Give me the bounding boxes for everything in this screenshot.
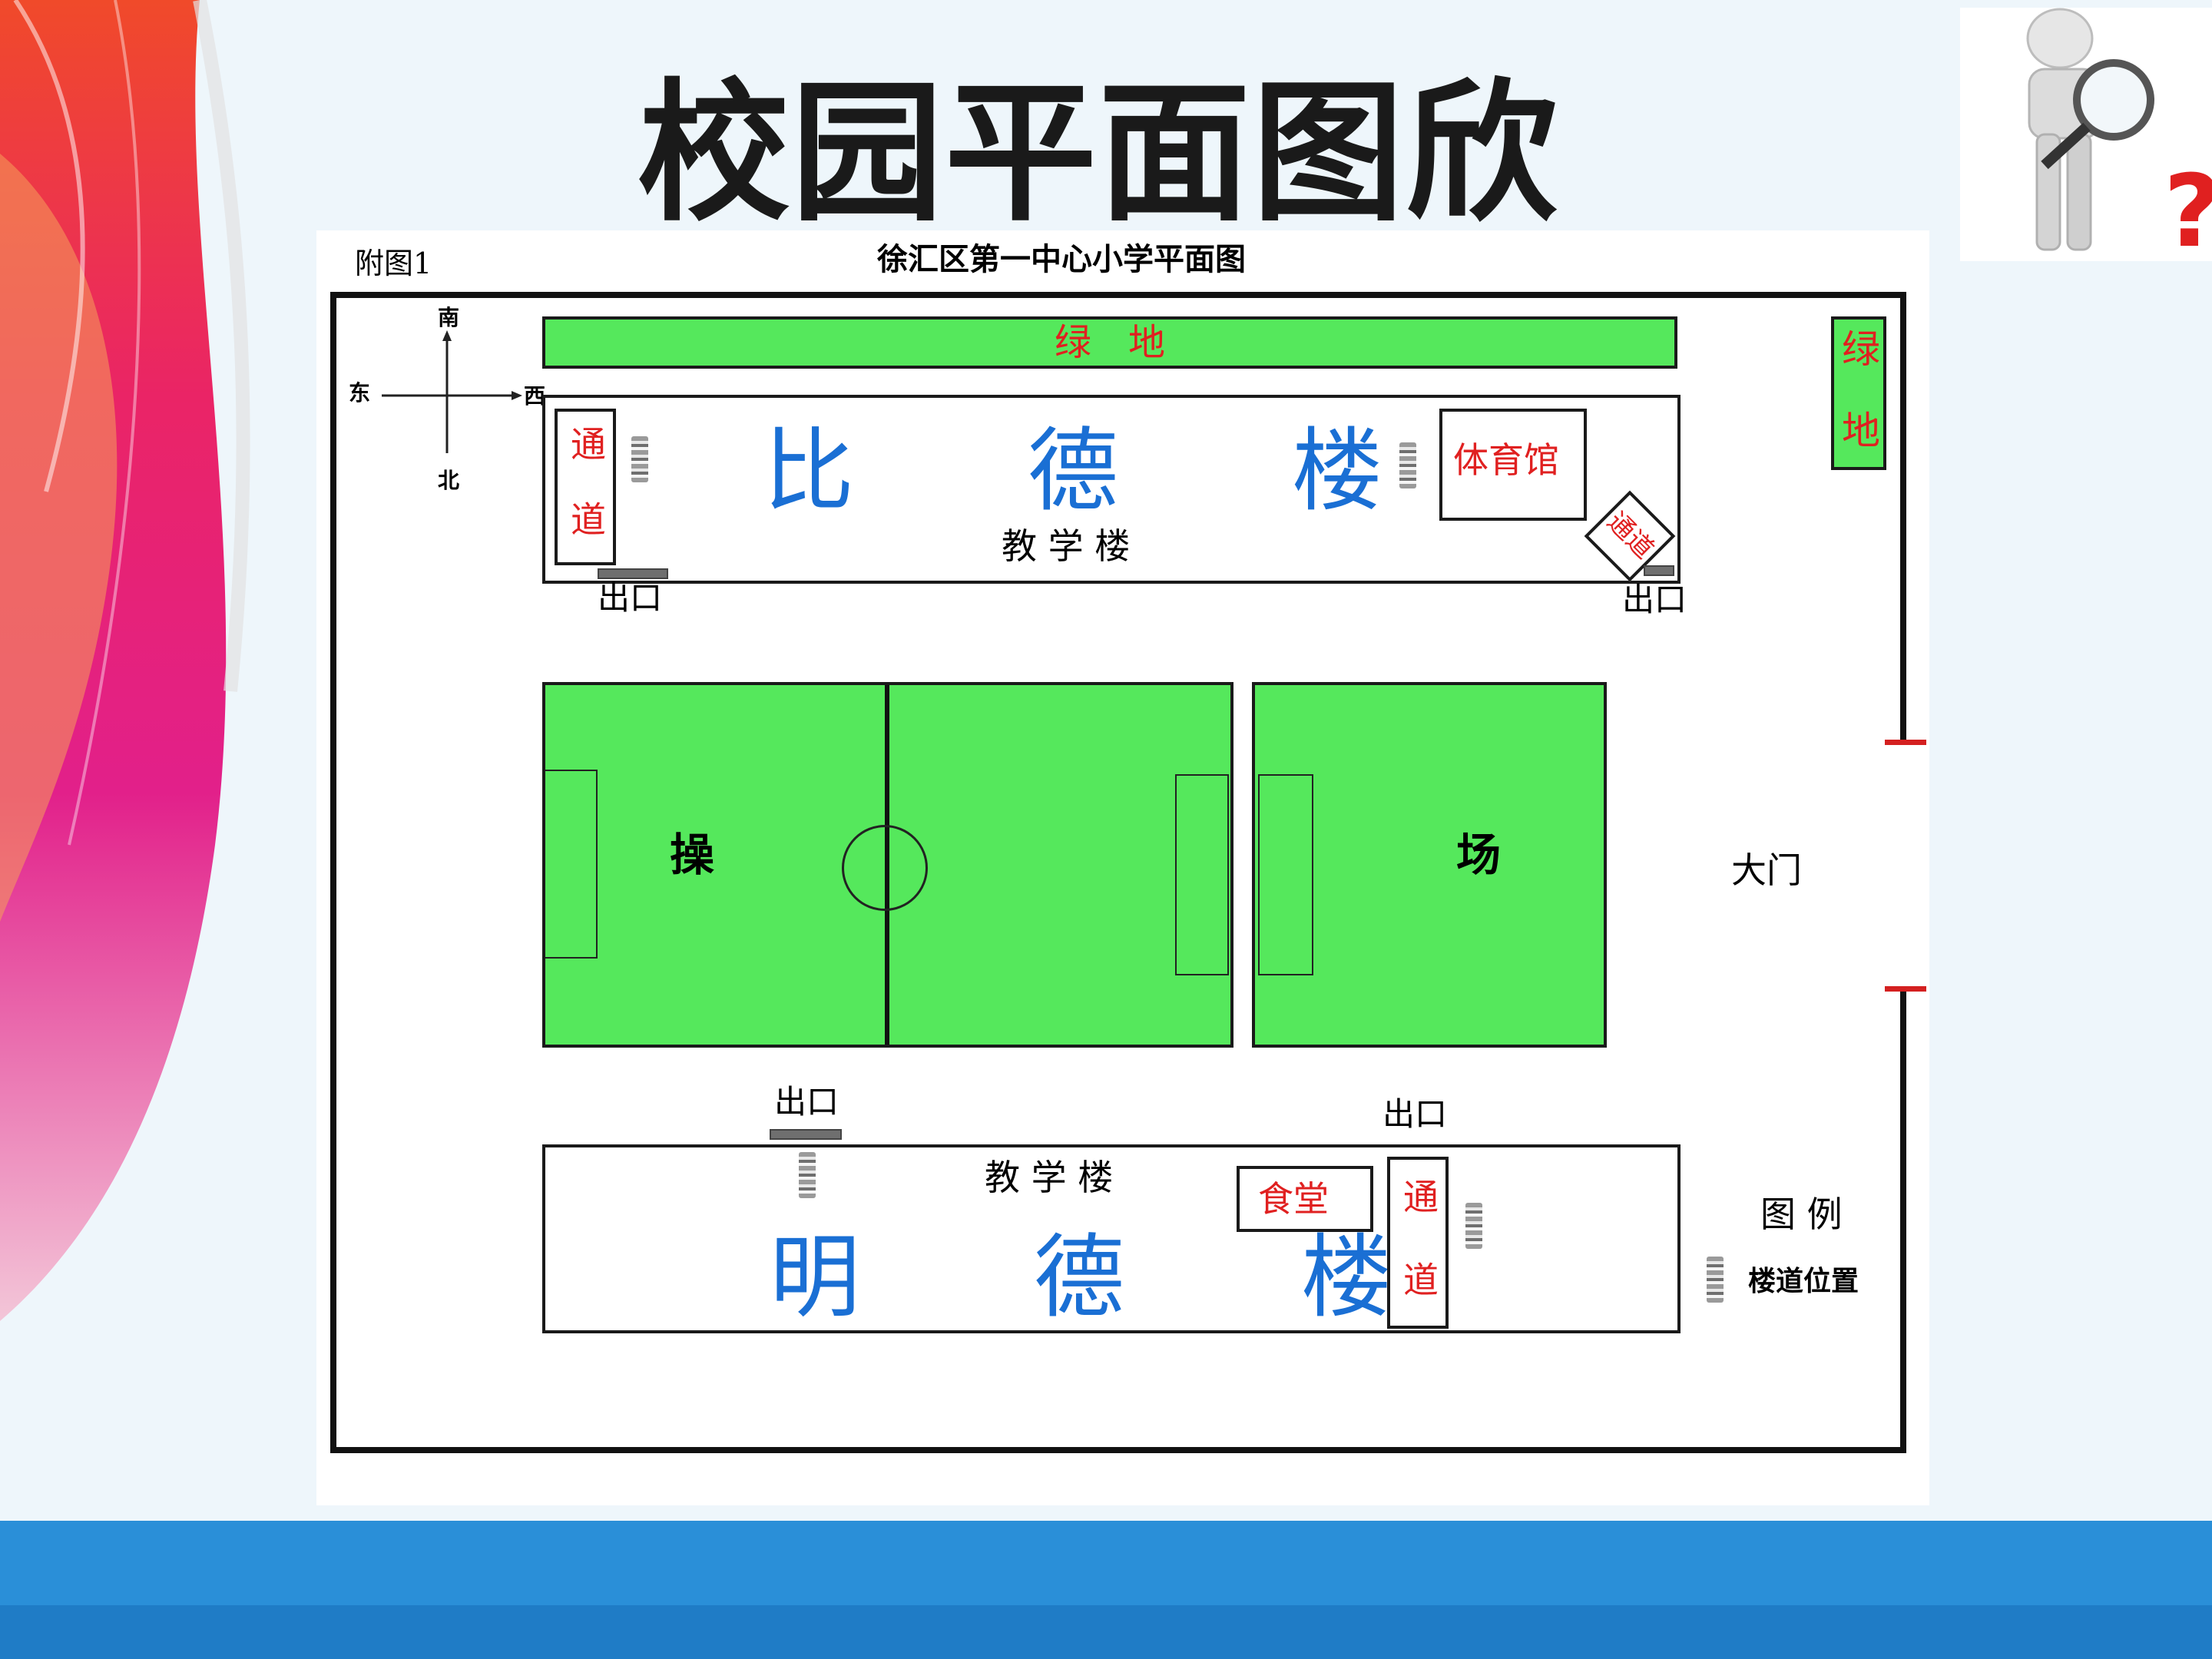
gate-opening: [1897, 743, 1909, 991]
gym: 体育馆: [1439, 409, 1587, 521]
field-secondary: 场: [1252, 682, 1607, 1048]
bide-exit-right-bar: [1644, 565, 1674, 576]
bide-passage-label: 通道: [565, 426, 607, 576]
mingde-exit-right: 出口: [1382, 1095, 1448, 1133]
svg-text:?: ?: [2164, 153, 2212, 261]
stair-icon: [799, 1152, 816, 1198]
field-label-right: 场: [1456, 829, 1502, 881]
compass-south: 南: [438, 305, 460, 330]
decorative-ribbon: [0, 0, 323, 1521]
mingde-exit-left-bar: [770, 1129, 842, 1140]
field-label-left: 操: [670, 829, 715, 881]
compass-east: 东: [349, 380, 371, 406]
mingde-subtitle: 教 学 楼: [985, 1157, 1114, 1198]
center-circle: [842, 825, 928, 911]
figure-label: 附图1: [355, 247, 432, 280]
gate-mark-top: [1885, 740, 1926, 745]
plan-title: 徐汇区第一中心小学平面图: [877, 241, 1246, 277]
mingde-char-1: 明: [770, 1224, 861, 1330]
stair-icon: [631, 436, 648, 482]
bide-passage-rotated-label: 通道: [1601, 506, 1660, 565]
bide-char-2: 德: [1028, 418, 1119, 524]
canteen: 食堂: [1237, 1166, 1373, 1232]
bide-passage: 通道: [555, 409, 616, 576]
mingde-exit-left: 出口: [774, 1083, 839, 1121]
thinker-figure-icon: ?: [1960, 8, 2212, 270]
green-area-side: 绿 地: [1831, 316, 1886, 470]
bide-exit-left: 出口: [598, 579, 663, 617]
goal-box-left: [545, 770, 598, 959]
stair-icon: [1465, 1203, 1482, 1249]
bottom-band-light: [0, 1521, 2212, 1605]
compass-north: 北: [438, 468, 460, 493]
bide-exit-right: 出口: [1622, 581, 1687, 618]
compass: 南 北 东 西: [339, 307, 547, 492]
bide-exit-left-bar: [598, 568, 668, 579]
gate-mark-bottom: [1885, 986, 1926, 992]
campus-plan: 附图1 徐汇区第一中心小学平面图 大门 南 北 东 西 绿 地 绿 地 通道 比…: [316, 230, 1929, 1505]
gate-label: 大门: [1731, 849, 1802, 891]
legend-item: 楼道位置: [1748, 1265, 1859, 1297]
goal-box-secondary: [1258, 774, 1313, 975]
mingde-passage: 通道: [1387, 1157, 1449, 1344]
compass-arrows-icon: [382, 330, 522, 453]
field-main: 操: [542, 682, 1233, 1048]
bottom-band-dark: [0, 1605, 2212, 1659]
legend-stair-icon: [1707, 1257, 1724, 1303]
legend-title: 图 例: [1760, 1194, 1843, 1235]
bide-subtitle: 教 学 楼: [1002, 525, 1131, 567]
green-area-top-label: 绿 地: [1054, 321, 1165, 364]
compass-west: 西: [524, 383, 546, 409]
mingde-char-3: 楼: [1301, 1224, 1392, 1330]
goal-box-right: [1175, 774, 1229, 975]
mingde-char-2: 德: [1034, 1224, 1125, 1330]
mingde-building: 教 学 楼 明 德 楼 食堂 通道: [542, 1144, 1681, 1344]
canteen-label: 食堂: [1258, 1178, 1329, 1220]
stair-icon: [1399, 442, 1416, 488]
bide-char-1: 比: [763, 418, 855, 524]
bide-char-3: 楼: [1292, 418, 1383, 524]
mingde-passage-label: 通道: [1398, 1178, 1439, 1344]
green-area-side-label-2: 地: [1842, 409, 1880, 453]
green-area-top: 绿 地: [542, 316, 1677, 369]
green-area-side-label-1: 绿: [1842, 327, 1880, 372]
bide-building: 通道 比 德 楼 教 学 楼 体育馆 通道: [542, 395, 1681, 584]
gym-label: 体育馆: [1453, 439, 1559, 481]
